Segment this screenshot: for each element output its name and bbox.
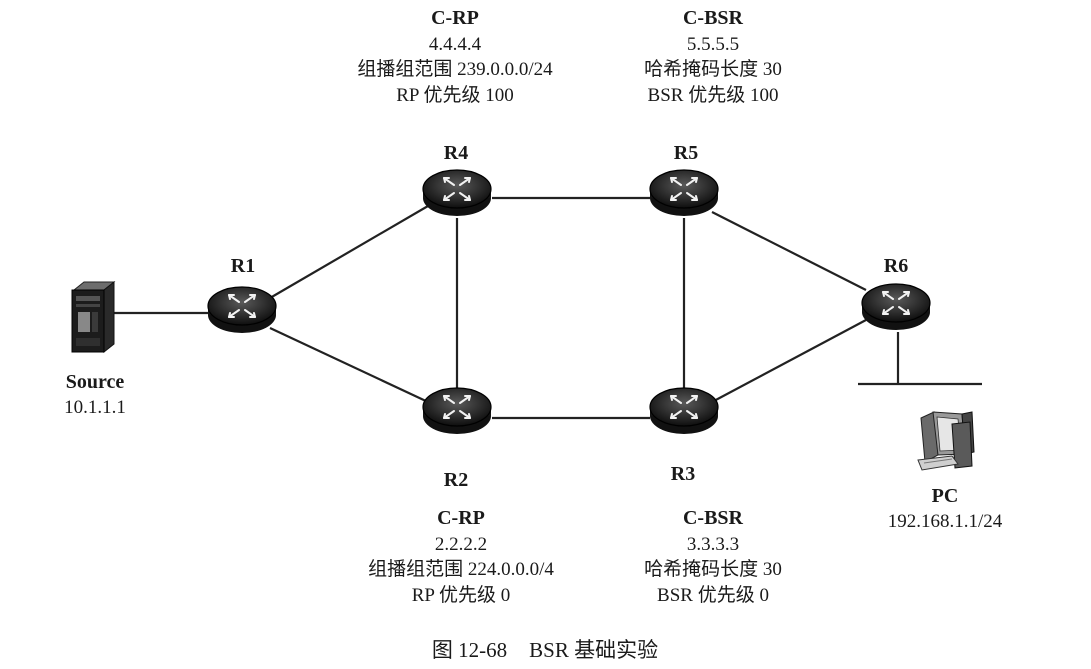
r4-priority: RP 优先级 100 [396, 84, 514, 106]
r2-priority: RP 优先级 0 [411, 584, 511, 606]
pc-icon [917, 411, 975, 471]
r1-label: R1 [230, 255, 256, 277]
r4-role: C-RP [431, 7, 479, 29]
source-label: Source [65, 371, 125, 393]
figure-title: BSR 基础实验 [529, 638, 659, 662]
r3-address: 3.3.3.3 [686, 533, 740, 555]
pc-label: PC [931, 485, 959, 507]
link-r5-r6 [711, 211, 867, 291]
router-r2-icon [422, 387, 492, 435]
server-icon [71, 280, 116, 354]
link-r3-r6 [711, 319, 867, 403]
r2-group-range: 组播组范围 224.0.0.0/4 [368, 559, 554, 580]
r5-label: R5 [673, 142, 699, 164]
r2-address: 2.2.2.2 [434, 533, 488, 555]
r3-label: R3 [670, 463, 696, 485]
r5-priority: BSR 优先级 100 [647, 84, 779, 106]
r4-info: C-RP 4.4.4.4 组播组范围 239.0.0.0/24 RP 优先级 1… [357, 6, 552, 108]
r3-info: C-BSR 3.3.3.3 哈希掩码长度 30 BSR 优先级 0 [644, 506, 782, 608]
router-r3-icon [649, 387, 719, 435]
r3-hash-mask: 哈希掩码长度 30 [644, 559, 782, 580]
pc-ip: 192.168.1.1/24 [887, 511, 1003, 532]
router-r6-icon [861, 283, 931, 331]
source-ip: 10.1.1.1 [64, 397, 126, 418]
r4-group-range: 组播组范围 239.0.0.0/24 [357, 59, 553, 80]
router-r4-icon [422, 169, 492, 217]
figure-caption: 图 12-68 BSR 基础实验 [432, 634, 658, 664]
figure-number: 图 12-68 [431, 638, 508, 662]
r3-priority: BSR 优先级 0 [657, 584, 769, 606]
r6-label: R6 [883, 255, 909, 277]
router-r5-icon [649, 169, 719, 217]
r4-address: 4.4.4.4 [428, 33, 482, 55]
r5-info: C-BSR 5.5.5.5 哈希掩码长度 30 BSR 优先级 100 [644, 6, 782, 108]
r4-label: R4 [443, 142, 469, 164]
pc-block: PC 192.168.1.1/24 [888, 484, 1003, 534]
source-block: Source 10.1.1.1 [64, 370, 126, 420]
r5-hash-mask: 哈希掩码长度 30 [644, 59, 782, 80]
r2-label: R2 [443, 469, 469, 491]
link-r1-r4 [269, 205, 429, 299]
r2-info: C-RP 2.2.2.2 组播组范围 224.0.0.0/4 RP 优先级 0 [368, 506, 554, 608]
links [110, 196, 982, 420]
r5-role: C-BSR [682, 7, 744, 29]
r5-address: 5.5.5.5 [686, 33, 740, 55]
r2-role: C-RP [437, 507, 485, 529]
link-r1-r2 [269, 327, 429, 403]
router-r1-icon [207, 286, 277, 334]
r3-role: C-BSR [682, 507, 744, 529]
